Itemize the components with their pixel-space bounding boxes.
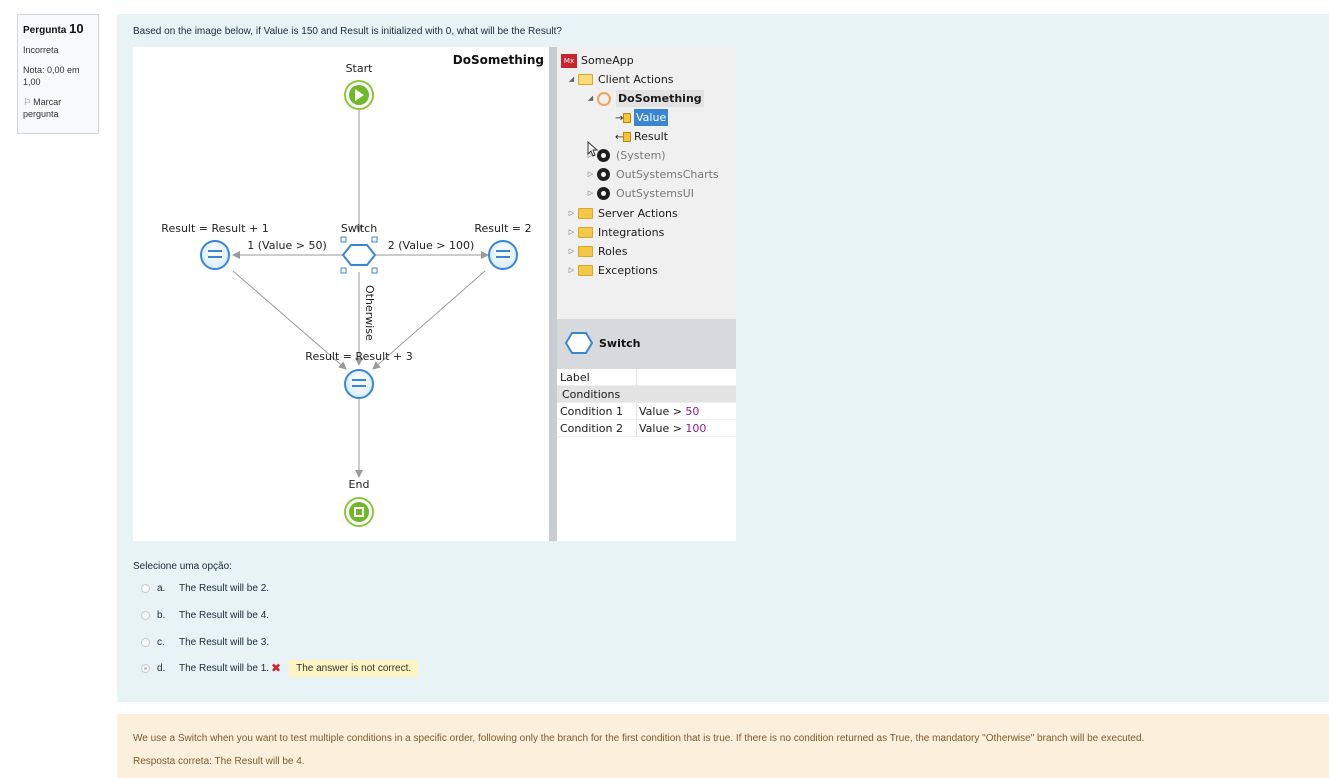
flow-diagram: DoSomething Start Switch — [133, 47, 549, 541]
collapsed-triangle-icon[interactable]: ▷ — [568, 247, 575, 255]
end-node[interactable] — [344, 497, 374, 527]
question-grade: Nota: 0,00 em 1,00 — [23, 65, 80, 87]
question-panel: Based on the image below, if Value is 15… — [117, 14, 1329, 702]
option-b[interactable]: b. The Result will be 4. — [141, 608, 269, 622]
mouse-cursor-icon — [587, 141, 599, 157]
output-parameter-icon: ← — [615, 131, 631, 143]
module-icon — [597, 168, 610, 181]
tree-item-app[interactable]: Mx SomeApp — [561, 52, 634, 69]
pane-splitter[interactable] — [549, 47, 557, 541]
bottom-assign-node[interactable] — [344, 369, 374, 399]
tree-item-exceptions[interactable]: ▷ Exceptions — [568, 264, 658, 277]
option-d[interactable]: d. The Result will be 1. ✖ The answer is… — [141, 659, 419, 677]
cond1-label: 1 (Value > 50) — [247, 239, 327, 252]
incorrect-x-icon: ✖ — [271, 661, 282, 675]
select-option-prompt: Selecione uma opção: — [133, 561, 232, 572]
collapsed-triangle-icon[interactable]: ▷ — [568, 209, 575, 217]
question-text: Based on the image below, if Value is 15… — [133, 26, 562, 37]
start-node[interactable] — [344, 80, 374, 110]
input-parameter-icon: → — [615, 112, 631, 124]
tree-item-outsystemscharts[interactable]: ▷ OutSystemsCharts — [587, 168, 719, 181]
collapsed-triangle-icon[interactable]: ▷ — [568, 228, 575, 236]
right-assign-label: Result = 2 — [474, 222, 531, 235]
switch-node[interactable] — [340, 236, 378, 274]
property-row-condition-1[interactable]: Condition 1 Value > 50 — [557, 403, 736, 420]
bottom-assign-label: Result = Result + 3 — [305, 350, 412, 363]
properties-header: Switch — [557, 319, 736, 369]
feedback-explanation: We use a Switch when you want to test mu… — [133, 733, 1145, 744]
otherwise-label: Otherwise — [363, 285, 376, 341]
tree-item-server-actions[interactable]: ▷ Server Actions — [568, 207, 678, 220]
collapsed-triangle-icon[interactable]: ▷ — [587, 151, 594, 159]
tree-item-outsystemsui[interactable]: ▷ OutSystemsUI — [587, 187, 694, 200]
module-icon — [597, 187, 610, 200]
correct-answer-text: Resposta correta: The Result will be 4. — [133, 756, 305, 767]
switch-icon — [565, 332, 593, 354]
folder-icon — [578, 246, 593, 257]
radio-button[interactable] — [141, 583, 150, 593]
folder-icon — [578, 208, 593, 219]
tree-item-input-value[interactable]: → Value — [615, 109, 669, 126]
tree-item-client-actions[interactable]: ◢ Client Actions — [568, 73, 674, 86]
connector-left-bottom — [232, 270, 347, 370]
property-row-condition-2[interactable]: Condition 2 Value > 100 — [557, 420, 736, 437]
tree-item-system[interactable]: ▷ (System) — [587, 149, 666, 162]
property-section-conditions: Conditions — [557, 386, 736, 403]
folder-icon — [578, 227, 593, 238]
collapsed-triangle-icon[interactable]: ▷ — [568, 266, 575, 274]
question-number: Pergunta 10 — [23, 21, 84, 36]
module-icon — [597, 149, 610, 162]
client-action-icon — [597, 91, 611, 106]
open-folder-icon — [578, 74, 593, 85]
property-row-label[interactable]: Label — [557, 369, 736, 386]
flag-question-link[interactable]: ⚐Marcar pergunta — [23, 97, 62, 119]
properties-title: Switch — [599, 337, 641, 350]
elements-tree: Mx SomeApp ◢ Client Actions ◢ DoSomethin… — [557, 47, 736, 319]
question-status: Incorreta — [23, 45, 59, 55]
question-image: DoSomething Start Switch — [133, 47, 736, 541]
switch-label: Switch — [341, 222, 377, 235]
incorrect-feedback-note: The answer is not correct. — [289, 659, 419, 677]
properties-panel: Switch Label Conditions Condition 1 Valu… — [557, 319, 736, 541]
tree-item-dosomething[interactable]: ◢ DoSomething — [587, 90, 704, 107]
flow-title: DoSomething — [453, 53, 544, 67]
folder-icon — [578, 265, 593, 276]
end-label: End — [349, 478, 370, 491]
radio-button[interactable] — [141, 637, 150, 647]
tree-item-integrations[interactable]: ▷ Integrations — [568, 226, 665, 239]
option-a[interactable]: a. The Result will be 2. — [141, 581, 269, 595]
tree-item-roles[interactable]: ▷ Roles — [568, 245, 628, 258]
flag-icon: ⚐ — [23, 97, 32, 107]
connector-right-bottom — [372, 270, 486, 370]
radio-button-selected[interactable] — [141, 663, 150, 673]
cond2-label: 2 (Value > 100) — [388, 239, 475, 252]
left-assign-node[interactable] — [200, 240, 230, 270]
start-label: Start — [346, 62, 374, 75]
radio-button[interactable] — [141, 610, 150, 620]
question-info-box: Pergunta 10 Incorreta Nota: 0,00 em 1,00… — [17, 14, 99, 134]
collapsed-triangle-icon[interactable]: ▷ — [587, 189, 594, 197]
tree-item-output-result[interactable]: ← Result — [615, 130, 668, 143]
collapsed-triangle-icon[interactable]: ▷ — [587, 170, 594, 178]
feedback-panel: We use a Switch when you want to test mu… — [117, 714, 1329, 778]
expanded-triangle-icon[interactable]: ◢ — [587, 94, 594, 102]
option-c[interactable]: c. The Result will be 3. — [141, 635, 269, 649]
app-icon: Mx — [561, 53, 577, 68]
right-assign-node[interactable] — [488, 240, 518, 270]
expanded-triangle-icon[interactable]: ◢ — [568, 75, 575, 83]
left-assign-label: Result = Result + 1 — [161, 222, 268, 235]
